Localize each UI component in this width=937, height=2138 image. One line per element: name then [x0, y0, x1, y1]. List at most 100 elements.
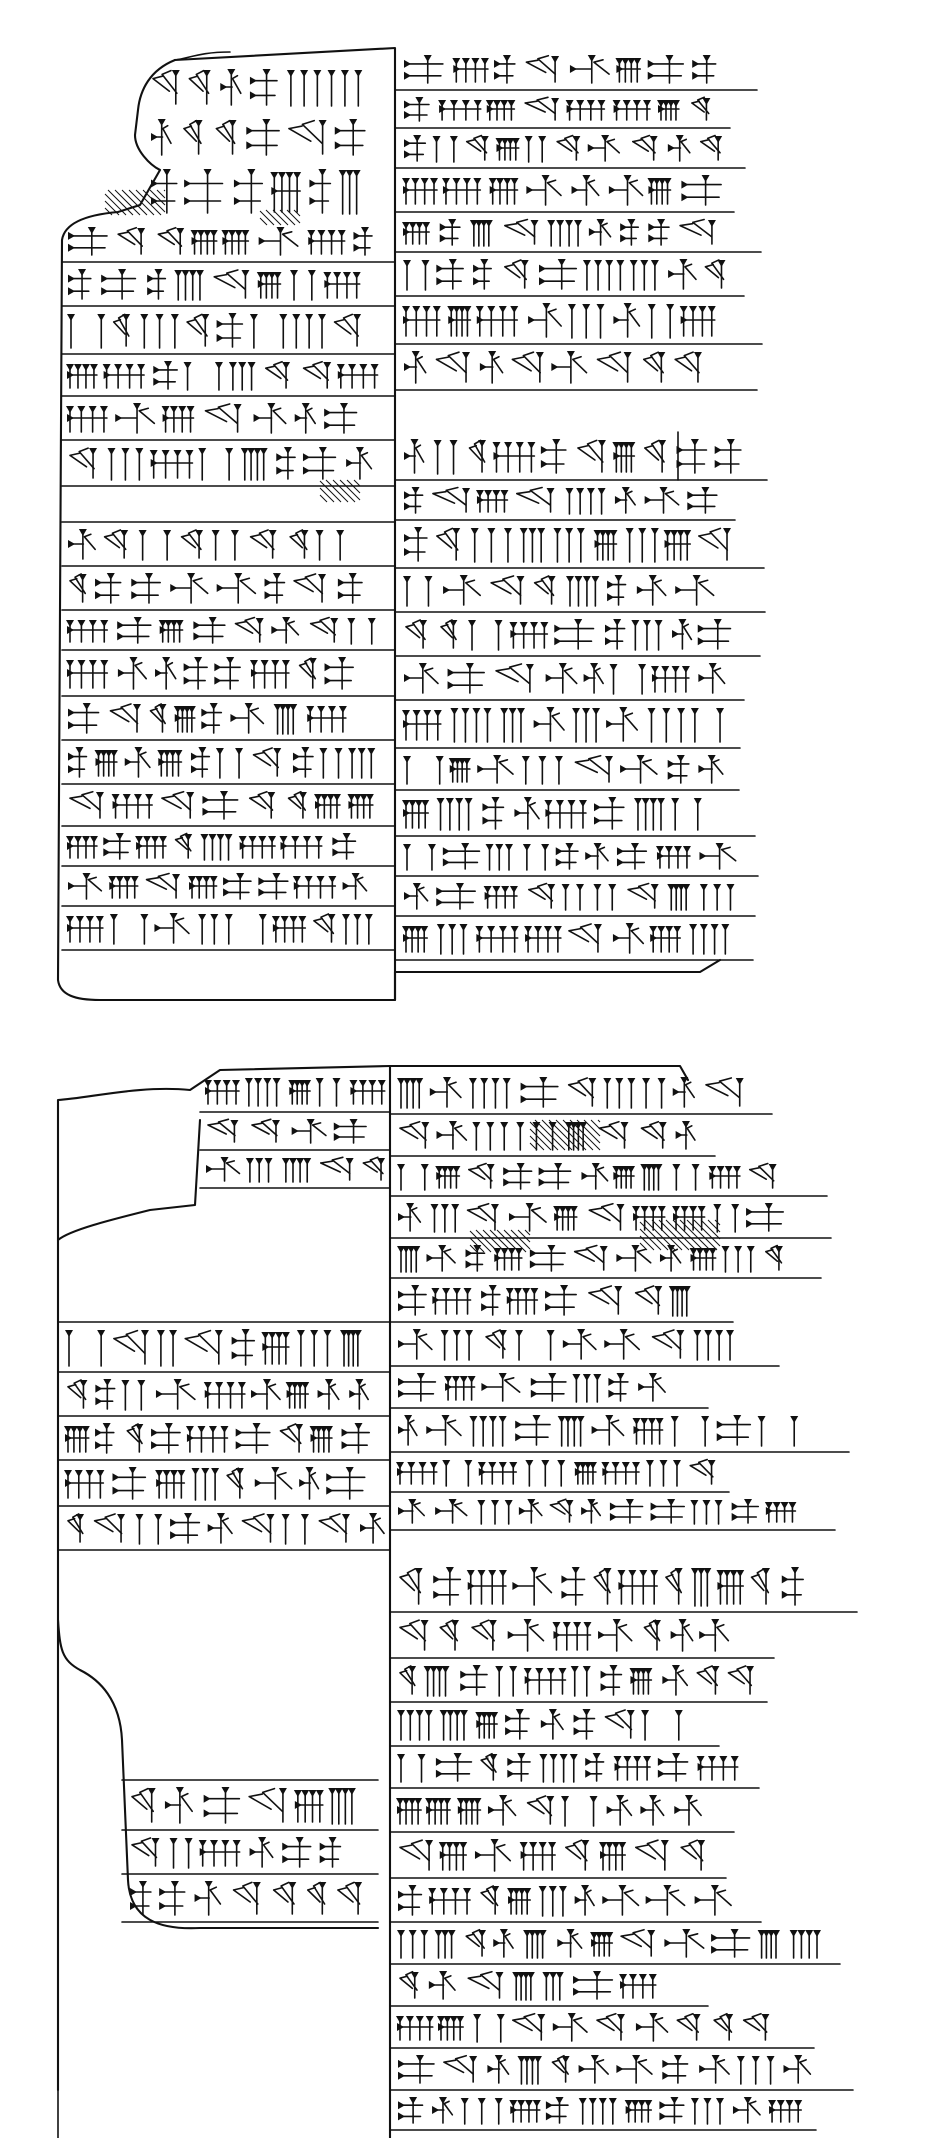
cuneiform-sign: [473, 2014, 505, 2043]
wedge-head: [522, 844, 531, 851]
cuneiform-sign: [138, 530, 172, 561]
cuneiform-sign: [349, 1080, 386, 1105]
wedge-head: [462, 352, 471, 359]
wedge-head: [333, 272, 342, 279]
wedge-head: [435, 1166, 444, 1173]
cuneiform-sign: [264, 573, 286, 604]
cuneiform-sign: [505, 1709, 530, 1740]
cuneiform-sign: [292, 314, 327, 349]
cuneiform-sign: [443, 2054, 478, 2083]
cuneiform-sign: [200, 834, 233, 861]
cuneiform-sign: [671, 798, 702, 831]
wedge-head: [453, 65, 461, 73]
hatch-line: [104, 200, 120, 216]
wedge-head: [402, 222, 410, 229]
wedge-stroke: [248, 795, 267, 810]
wedge-head: [451, 1204, 460, 1211]
wedge-head: [137, 364, 146, 371]
wedge-stroke: [599, 1285, 620, 1307]
wedge-head: [153, 365, 161, 374]
wedge-head: [397, 1078, 405, 1085]
wedge-head: [426, 1426, 434, 1434]
cuneiform-sign: [108, 876, 139, 899]
cuneiform-sign: [481, 1373, 521, 1402]
wedge-head: [429, 1666, 438, 1673]
wedge-stroke: [528, 1623, 545, 1642]
wedge-head: [124, 758, 132, 766]
wedge-stroke: [241, 1517, 263, 1533]
wedge-head: [573, 1462, 582, 1469]
wedge-head: [280, 916, 289, 923]
wedge-head: [118, 269, 127, 276]
wedge-head: [647, 708, 656, 715]
hatch-line: [700, 1219, 721, 1240]
wedge-head: [486, 1164, 495, 1171]
wedge-head: [289, 916, 298, 923]
wedge-head: [697, 637, 705, 646]
wedge-head: [605, 637, 613, 646]
wedge-stroke: [162, 124, 172, 145]
wedge-stroke: [490, 579, 512, 595]
cuneiform-sign: [564, 1122, 588, 1151]
wedge-head: [671, 1665, 680, 1672]
wedge-stroke: [410, 1207, 422, 1223]
wedge-head: [492, 490, 501, 497]
wedge-stroke: [676, 2017, 693, 2032]
cuneiform-sign: [635, 2013, 669, 2042]
wedge-head: [300, 70, 309, 77]
wedge-head: [606, 1806, 614, 1814]
wedge-head: [309, 197, 317, 205]
wedge-stroke: [373, 1517, 385, 1535]
cuneiform-sign: [721, 1246, 755, 1273]
wedge-head: [305, 1467, 314, 1474]
wedge-head: [156, 1330, 165, 1337]
wedge-head: [183, 676, 191, 685]
wedge-head: [350, 1087, 358, 1095]
cuneiform-sign: [612, 442, 636, 473]
wedge-head: [402, 710, 410, 717]
cuneiform-sign: [665, 1568, 683, 1605]
wedge-head: [633, 1756, 642, 1763]
wedge-head: [605, 756, 614, 763]
wedge-head: [216, 1513, 225, 1520]
cuneiform-sign: [581, 1163, 609, 1190]
wedge-head: [249, 314, 258, 321]
wedge-head: [437, 2023, 445, 2031]
cuneiform-sign: [215, 119, 237, 155]
wedge-head: [334, 141, 342, 150]
wedge-head: [452, 306, 461, 313]
cuneiform-sign: [642, 1078, 666, 1109]
wedge-stroke: [686, 1125, 696, 1141]
cuneiform-sign: [533, 707, 565, 742]
wedge-head: [452, 1330, 461, 1337]
wedge-head: [88, 406, 97, 413]
wedge-head: [214, 663, 222, 672]
cuneiform-sign: [436, 798, 473, 831]
wedge-head: [442, 1460, 451, 1467]
wedge-head: [768, 2100, 777, 2107]
wedge-head: [561, 1796, 570, 1803]
wedge-head: [538, 277, 546, 286]
wedge-head: [607, 593, 615, 602]
wedge-head: [697, 1568, 706, 1575]
cuneiform-sign: [572, 1374, 602, 1403]
wedge-head: [420, 1164, 429, 1171]
wedge-stroke: [166, 226, 183, 247]
wedge-head: [338, 706, 347, 713]
wedge-head: [692, 575, 701, 582]
wedge-head: [554, 637, 562, 646]
wedge-head: [266, 1514, 275, 1521]
wedge-stroke: [179, 1383, 196, 1401]
cuneiform-sign: [66, 364, 98, 389]
wedge-head: [680, 1077, 689, 1084]
wedge-head: [439, 1888, 448, 1895]
wedge-stroke: [319, 1160, 342, 1173]
wedge-stroke: [242, 1881, 259, 1905]
wedge-head: [442, 858, 450, 867]
cuneiform-sign: [397, 1754, 426, 1783]
wedge-head: [196, 230, 205, 237]
wedge-stroke: [467, 1166, 486, 1180]
wedge-head: [547, 576, 556, 583]
wedge-head: [507, 1248, 516, 1255]
wedge-head: [169, 1470, 178, 1477]
